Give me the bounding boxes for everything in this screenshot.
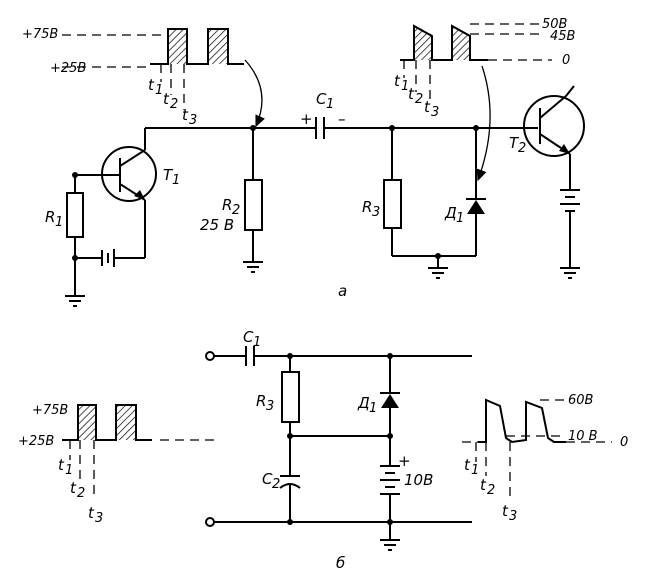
r2-branch: R 2 25 B <box>145 125 316 273</box>
out-time-t2-a: t <box>408 85 415 103</box>
c1-plus-sign: + <box>300 110 313 128</box>
r3-sub-b: 3 <box>266 399 274 414</box>
pulse-pointer-arrow-a-output <box>476 65 491 182</box>
time-t1-sub-a: 1 <box>155 83 163 98</box>
out-time-t3-sub-b: 3 <box>509 509 517 524</box>
r2-value: 25 B <box>200 216 234 234</box>
r1-label: R <box>45 208 55 226</box>
time-t1-sub-b: 1 <box>65 463 73 478</box>
out-time-t2-sub-b: 2 <box>487 483 495 498</box>
out-time-t2-sub-a: 2 <box>415 92 423 107</box>
r2-label: R <box>222 196 232 214</box>
t1-label: T <box>163 166 174 184</box>
transistor-t2: T 2 <box>476 85 585 279</box>
r1-sub: 1 <box>55 215 63 230</box>
figure-b-caption: б <box>336 554 345 572</box>
time-t2-label-a: t <box>163 90 170 108</box>
t2-sub: 2 <box>518 141 526 156</box>
figure-a: +75B +25B t 1 t 2 t 3 T 1 <box>22 17 585 307</box>
out-time-t3-b: t <box>502 502 509 520</box>
transistor-t1: T 1 <box>75 128 180 202</box>
output-zero-label-b: 0 <box>620 435 628 450</box>
time-t3-sub-a: 3 <box>189 113 197 128</box>
input-top-level-label-a: +75B <box>22 27 58 42</box>
input-terminal-top <box>205 351 215 361</box>
battery-value-label: 10B <box>404 471 433 489</box>
input-top-level-label-b: +75B <box>32 403 68 418</box>
output-level-a-label-b: 60B <box>568 393 594 408</box>
c2-sub-b: 2 <box>272 477 280 492</box>
r2-sub: 2 <box>232 203 240 218</box>
c1-label-a: C <box>316 90 327 108</box>
time-t2-sub-a: 2 <box>170 97 178 112</box>
time-t1-label-b: t <box>58 456 65 474</box>
t2-label: T <box>509 134 520 152</box>
time-t3-label-a: t <box>182 106 189 124</box>
output-zero-label-a: 0 <box>562 53 570 68</box>
out-time-t2-b: t <box>480 476 487 494</box>
d1-label-a: Д <box>444 204 457 222</box>
output-level-a-label: 50B <box>542 17 568 32</box>
output-pulse-waveform-a: 50B 45B 0 t 1 t 2 t 3 <box>394 17 576 120</box>
out-time-t1-sub-a: 1 <box>401 79 409 94</box>
out-time-t1-sub-b: 1 <box>471 463 479 478</box>
t1-bias-network: R 1 <box>45 172 146 307</box>
t1-sub: 1 <box>172 173 180 188</box>
battery-plus-sign: + <box>398 452 411 470</box>
out-time-t3-a: t <box>424 98 431 116</box>
pulse-pointer-arrow-a-input <box>244 59 265 128</box>
time-t1-label-a: t <box>148 76 155 94</box>
c1-minus-sign: – <box>338 110 346 128</box>
r3-d1-network-a: R 3 Д 1 <box>362 125 486 279</box>
input-pulse-waveform-a: +75B +25B t 1 t 2 t 3 <box>22 27 244 128</box>
c1-label-b: C <box>243 328 254 346</box>
time-t3-label-b: t <box>88 504 95 522</box>
time-t3-sub-b: 3 <box>95 511 103 526</box>
r3-label-b: R <box>256 392 266 410</box>
output-level-b-label-b: 10 B <box>568 429 598 444</box>
d1-sub-a: 1 <box>456 211 464 226</box>
time-t2-label-b: t <box>70 479 77 497</box>
capacitor-c1-a: + – C 1 <box>300 90 392 139</box>
r3-label-a: R <box>362 198 372 216</box>
figure-a-caption: a <box>338 282 347 300</box>
c1-sub-a: 1 <box>326 97 334 112</box>
out-time-t1-a: t <box>394 72 401 90</box>
time-t2-sub-b: 2 <box>77 486 85 501</box>
out-time-t1-b: t <box>464 456 471 474</box>
output-level-b-label: 45B <box>550 29 576 44</box>
figure-b: +75B +25B t 1 t 2 t 3 C 1 <box>18 328 628 572</box>
equivalent-circuit-b: C 1 R 3 C 2 Д 1 <box>205 328 472 551</box>
r3-sub-a: 3 <box>372 205 380 220</box>
d1-label-b: Д <box>357 394 370 412</box>
input-terminal-bottom <box>205 517 215 527</box>
input-base-level-label-b: +25B <box>18 434 54 449</box>
c2-label-b: C <box>262 470 273 488</box>
input-base-level-label-a: +25B <box>50 61 86 76</box>
out-time-t3-sub-a: 3 <box>431 105 439 120</box>
d1-sub-b: 1 <box>369 401 377 416</box>
c1-sub-b: 1 <box>253 335 261 350</box>
output-pulse-waveform-b: 60B 10 B 0 t 1 t 2 t 3 <box>462 393 628 524</box>
input-pulse-waveform-b: +75B +25B t 1 t 2 t 3 <box>18 403 220 526</box>
